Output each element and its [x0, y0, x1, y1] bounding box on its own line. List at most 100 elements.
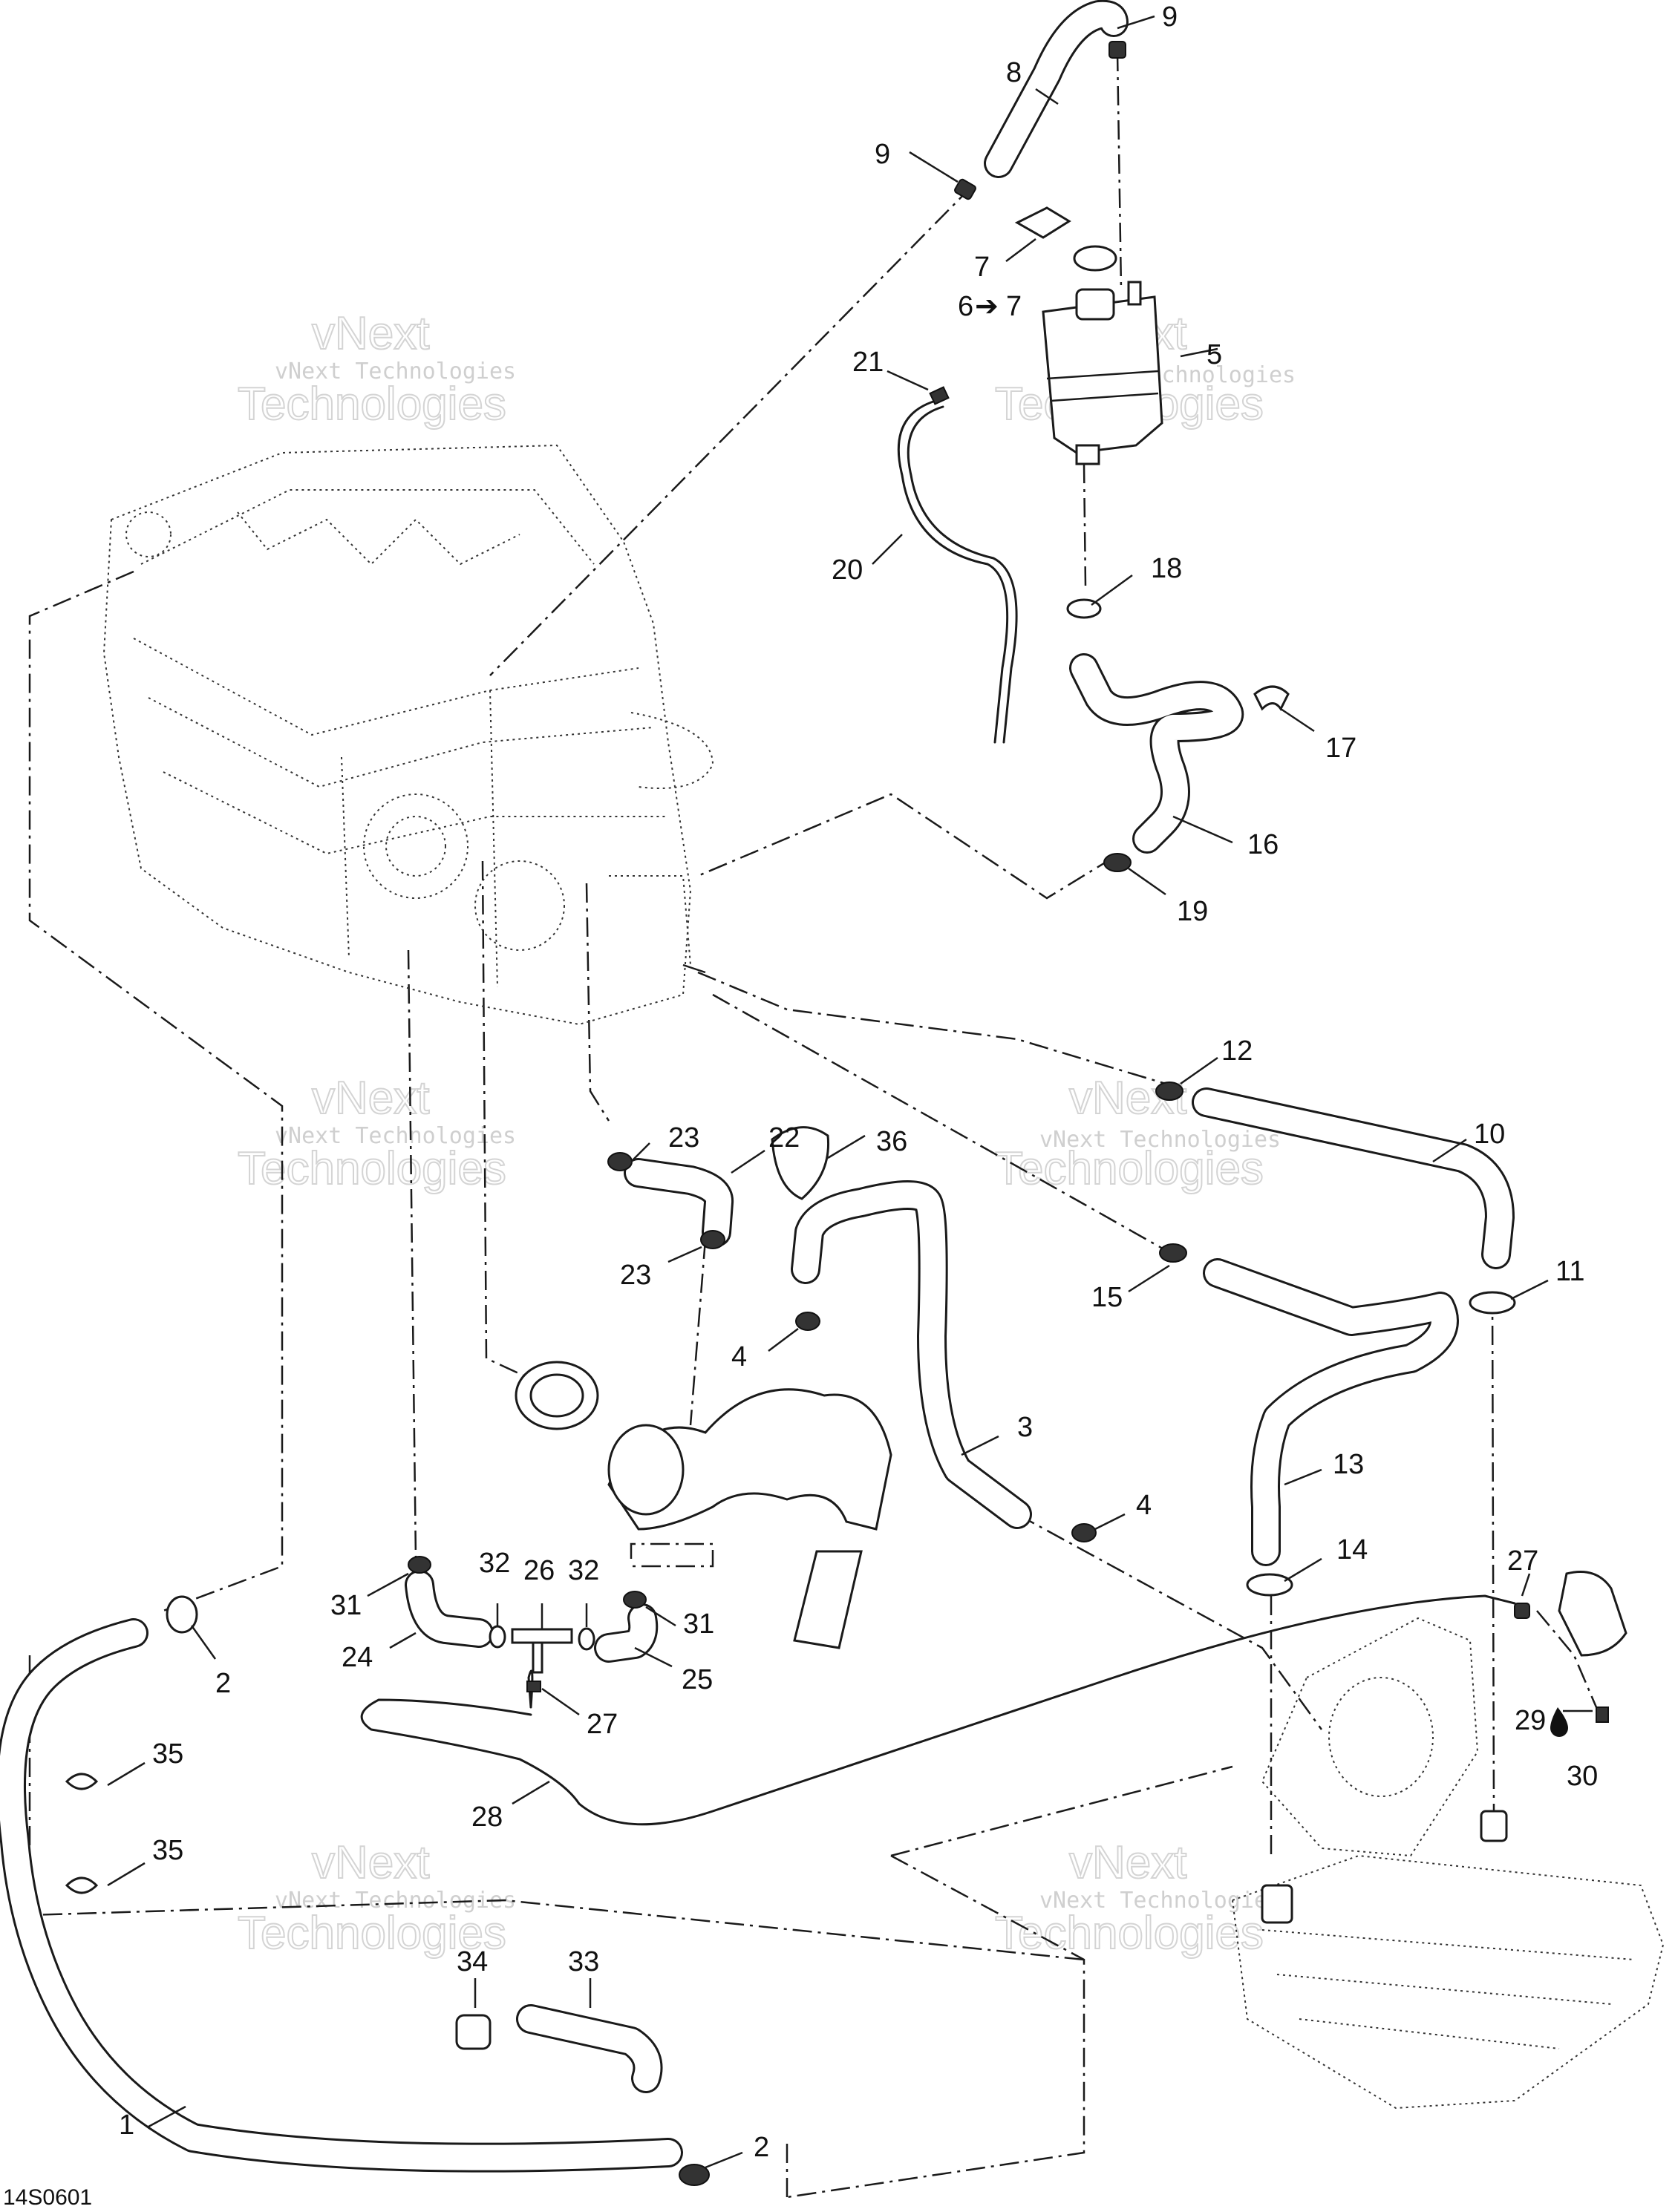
hose-16-inner: [1071, 655, 1242, 851]
watermark-big-bottom: Technologies: [995, 1908, 1264, 1959]
callout-32-right: 32: [568, 1555, 599, 1586]
hose-13: [1159, 1243, 1459, 1597]
callout-13: 13: [1333, 1449, 1364, 1480]
callout-25: 25: [682, 1664, 713, 1695]
leader-14: [1284, 1557, 1322, 1583]
callout-23-top: 23: [668, 1122, 699, 1154]
pump-outline: [1261, 1617, 1479, 1857]
tie-35-bottom: [65, 1876, 99, 1894]
leader-31b: [645, 1606, 676, 1627]
hose-8-inner: [986, 1, 1126, 176]
exhaust-elbow: [515, 1361, 892, 1649]
hose-20-edge: [907, 405, 1018, 744]
callout-2-top: 2: [215, 1668, 231, 1699]
watermark-line: vNext Technologies: [275, 1123, 516, 1149]
assembly-line: [890, 1765, 1233, 1857]
callout-4-top: 4: [731, 1341, 747, 1372]
callout-33: 33: [568, 1946, 599, 1977]
tank-vent-nipple: [1127, 281, 1142, 306]
leader-10: [1432, 1138, 1467, 1163]
engine-detail: [133, 638, 639, 736]
watermark-big-top: vNext: [1069, 1837, 1186, 1888]
leader-9a: [1117, 15, 1155, 30]
leader-2a: [190, 1625, 217, 1660]
callout-34: 34: [457, 1946, 488, 1977]
assembly-line: [697, 793, 1114, 900]
assembly-line: [489, 185, 973, 676]
callout-21: 21: [852, 347, 884, 378]
tee-assembly: [405, 1556, 659, 1692]
leader-13: [1284, 1468, 1322, 1486]
callout-5: 5: [1207, 339, 1222, 370]
callout-4-bottom: 4: [1136, 1490, 1152, 1521]
leader-23a: [630, 1142, 650, 1162]
callout-8: 8: [1006, 57, 1022, 88]
sleeve-33-inner: [518, 2006, 661, 2091]
clamp-17: [1253, 685, 1290, 711]
hose-8: [954, 0, 1129, 200]
callout-9-top: 9: [1162, 1, 1178, 33]
leader-11: [1510, 1279, 1549, 1300]
engine-pulley: [474, 860, 565, 951]
clamp-19: [1103, 853, 1132, 872]
watermark-big-bottom: Technologies: [238, 1143, 506, 1194]
tie-35-top: [65, 1773, 99, 1790]
clamp-2-bottom: [679, 2164, 710, 2186]
assembly-lines: [28, 51, 1598, 2199]
callout-16: 16: [1247, 829, 1279, 860]
callout-1: 1: [119, 2110, 134, 2141]
callout-32-left: 32: [479, 1548, 510, 1579]
clamp-27-right: [1514, 1603, 1530, 1619]
leader-23b: [667, 1246, 702, 1263]
leader-9b: [909, 151, 959, 183]
callout-14: 14: [1336, 1534, 1368, 1565]
callout-27-left: 27: [587, 1709, 618, 1740]
callout-29: 29: [1515, 1705, 1546, 1736]
assembly-line: [407, 949, 417, 1560]
leader-28: [512, 1780, 550, 1805]
tank-outlet: [1075, 444, 1100, 465]
engine-pulley: [363, 793, 468, 899]
callout-22: 22: [768, 1122, 800, 1154]
pressure-cap: [1073, 245, 1117, 272]
leader-18: [1091, 574, 1133, 606]
callout-31-left: 31: [330, 1590, 362, 1621]
callout-35-top: 35: [152, 1738, 183, 1770]
leader-5: [1180, 347, 1218, 358]
leader-22: [731, 1149, 765, 1174]
leader-4b: [1094, 1513, 1126, 1531]
callout-11: 11: [1555, 1256, 1584, 1287]
plate-rib: [1276, 1974, 1612, 2005]
callout-26: 26: [523, 1555, 555, 1586]
tank-band: [1050, 392, 1159, 402]
engine-detail: [489, 690, 498, 988]
watermark-line: vNext Technologies: [1039, 1127, 1281, 1153]
sleeve-parts: [455, 2004, 663, 2093]
arrow-right-icon: ➔: [975, 291, 999, 322]
leader-7: [1005, 238, 1036, 262]
hose-16: [1066, 598, 1290, 872]
clamp-4-bottom: [1071, 1523, 1097, 1542]
cap-gasket: [1014, 206, 1071, 239]
tank-neck: [1075, 288, 1115, 321]
engine-detail: [341, 756, 350, 958]
leader-1: [148, 2105, 186, 2128]
callout-24: 24: [342, 1642, 373, 1673]
callout-28: 28: [471, 1802, 503, 1833]
leader-25: [634, 1646, 673, 1668]
callout-6: 6: [958, 291, 973, 322]
hose-13-inner: [1205, 1260, 1457, 1564]
assembly-line: [28, 570, 284, 1612]
leader-4a: [768, 1328, 799, 1352]
leader-36: [827, 1134, 866, 1159]
assembly-line: [1491, 1291, 1495, 1812]
hose-20: [897, 399, 1009, 744]
drop-icon: [1550, 1707, 1568, 1737]
hose-24-inner: [407, 1572, 492, 1646]
leader-17: [1280, 707, 1315, 733]
assembly-line: [786, 1854, 1085, 2199]
callout-15: 15: [1091, 1282, 1123, 1313]
callout-35-bottom: 35: [152, 1835, 183, 1866]
leader-27b: [1521, 1573, 1531, 1597]
callout-23-bottom: 23: [620, 1260, 651, 1291]
